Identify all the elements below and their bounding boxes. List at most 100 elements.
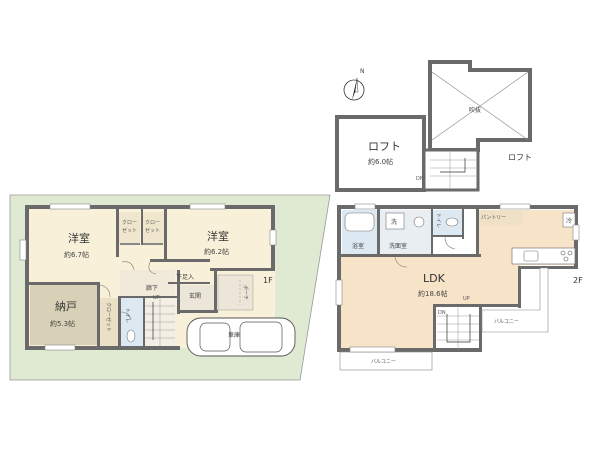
door-arc-toilet	[120, 311, 132, 321]
wall-2f-right-lower	[518, 266, 521, 308]
room-area-storage: 約5.3帖	[50, 319, 75, 328]
wall-2f-top	[337, 205, 578, 209]
closet-a-label: クロー ゼット	[122, 220, 137, 234]
floor-2f: LDK 約18.6帖 浴室 洗面室 洗 トイレ パントリー 冷 バルコニー バル…	[335, 203, 583, 371]
washroom-label: 洗面室	[389, 242, 407, 250]
floor-label-1f: 1F	[263, 276, 273, 285]
toilet-fixture-1f	[126, 329, 136, 343]
sink-icon	[413, 216, 425, 228]
entrance-label: 玄関	[189, 292, 201, 300]
door-arc-room-right	[148, 261, 157, 275]
hallway-floor	[120, 270, 175, 298]
wall-toilet-right	[462, 209, 464, 239]
wall-room-divider	[116, 209, 119, 257]
wall-2f-left	[337, 205, 341, 352]
stair-arrow-2f	[446, 314, 471, 343]
balcony-right	[481, 267, 549, 333]
room-label-western-left: 洋室	[68, 231, 90, 245]
stair-up-label-2f: UP	[463, 296, 470, 302]
windows-2f	[335, 203, 580, 353]
wall-2f-right-step	[518, 266, 578, 269]
stair-up-label-1f: UP	[153, 295, 160, 301]
closet-c-floor	[100, 298, 118, 346]
shoe-storage-label: 下足入	[176, 274, 194, 281]
toilet-label-1f: トイレ	[124, 308, 130, 323]
wall-2f-stair-right	[479, 306, 482, 352]
porch	[217, 274, 254, 311]
wall-bath-right	[377, 209, 380, 257]
fridge-icon	[562, 212, 576, 228]
compass-icon	[343, 77, 365, 101]
loft-stair	[422, 148, 480, 192]
wall-1f-left	[25, 205, 29, 350]
wall-shoe	[168, 282, 210, 284]
door-arc-toilet-2f	[444, 236, 456, 250]
pantry-label: パントリー	[481, 215, 506, 221]
room-label-storage: 納戸	[55, 300, 77, 313]
fridge-label: 冷	[566, 217, 572, 225]
door-arc-washroom	[394, 256, 408, 268]
bath-label: 浴室	[352, 242, 364, 250]
porch-label: ポーチ	[242, 285, 249, 300]
toilet-fixture-2f	[445, 217, 459, 227]
closet-c-label: クローゼット	[105, 302, 112, 332]
balcony-bottom-label: バルコニー	[371, 359, 396, 365]
loft-stair-arrow	[440, 158, 466, 173]
loft-stair-dn-label: DN	[416, 176, 424, 182]
closet-b-label: クロー ゼット	[145, 220, 160, 234]
kitchen-counter	[511, 247, 576, 265]
wall-1f-garage-top	[178, 310, 218, 313]
room-label-western-right: 洋室	[207, 229, 229, 243]
stove-icon	[560, 250, 573, 262]
loft-room-label: ロフト	[368, 140, 401, 153]
entrance-floor	[180, 285, 215, 312]
loft-stair-lines	[430, 152, 476, 188]
wall-hall-bottom	[118, 296, 178, 298]
wall-stair-left	[433, 304, 436, 352]
wall-1f-entrance-right	[214, 270, 217, 313]
wall-entrance-left	[177, 270, 180, 314]
wall-storage-top	[29, 282, 99, 285]
balcony-right-label: バルコニー	[494, 319, 519, 325]
void-cross-2	[431, 71, 529, 141]
wall-1f-bottom-left	[25, 346, 180, 350]
floor-label-2f: 2F	[573, 276, 583, 285]
washer-label: 洗	[391, 218, 397, 226]
wall-closet-divider	[141, 209, 143, 245]
stair-lines-1f	[145, 298, 175, 346]
loft-room-area: 約6.0帖	[368, 157, 393, 166]
wall-toilet-bottom	[431, 235, 464, 237]
door-arc-hall	[121, 261, 135, 271]
windows-1f	[19, 203, 277, 351]
car-icon	[186, 317, 296, 357]
wall-pantry-left	[476, 209, 479, 257]
ldk-label: LDK	[423, 272, 446, 285]
door-arc-storage	[99, 284, 111, 298]
storage-room	[30, 285, 98, 345]
svg-text:ゼット: ゼット	[122, 227, 137, 234]
hallway-label: 廊下	[146, 284, 158, 292]
ldk-area: 約18.6帖	[418, 289, 448, 298]
wall-washroom-right	[431, 209, 433, 257]
kitchen-sink-icon	[523, 250, 539, 262]
loft-room	[335, 115, 426, 192]
stair-lines-2f	[437, 308, 479, 350]
wall-2f-bottom	[337, 348, 482, 352]
room-area-western-right: 約6.2帖	[204, 247, 229, 256]
washer-icon	[385, 212, 405, 230]
svg-text:ゼット: ゼット	[145, 227, 160, 234]
svg-text:クロー: クロー	[145, 220, 160, 226]
floor-label-loft: ロフト	[508, 153, 532, 162]
floor-loft: ロフト 約6.0帖 吹抜 DN ロフト N	[335, 60, 532, 192]
svg-text:クロー: クロー	[122, 220, 137, 226]
closet-a-floor	[118, 212, 140, 244]
wall-toilet-left	[118, 296, 121, 346]
room-area-western-left: 約6.7帖	[64, 250, 89, 259]
wall-toilet-right	[143, 296, 145, 346]
stair-2f	[435, 306, 480, 350]
wall-storage-right	[97, 282, 100, 347]
toilet-label-2f: トイレ	[435, 213, 441, 228]
wall-1f-mid	[210, 268, 275, 271]
wall-wet-bottom	[341, 254, 481, 257]
